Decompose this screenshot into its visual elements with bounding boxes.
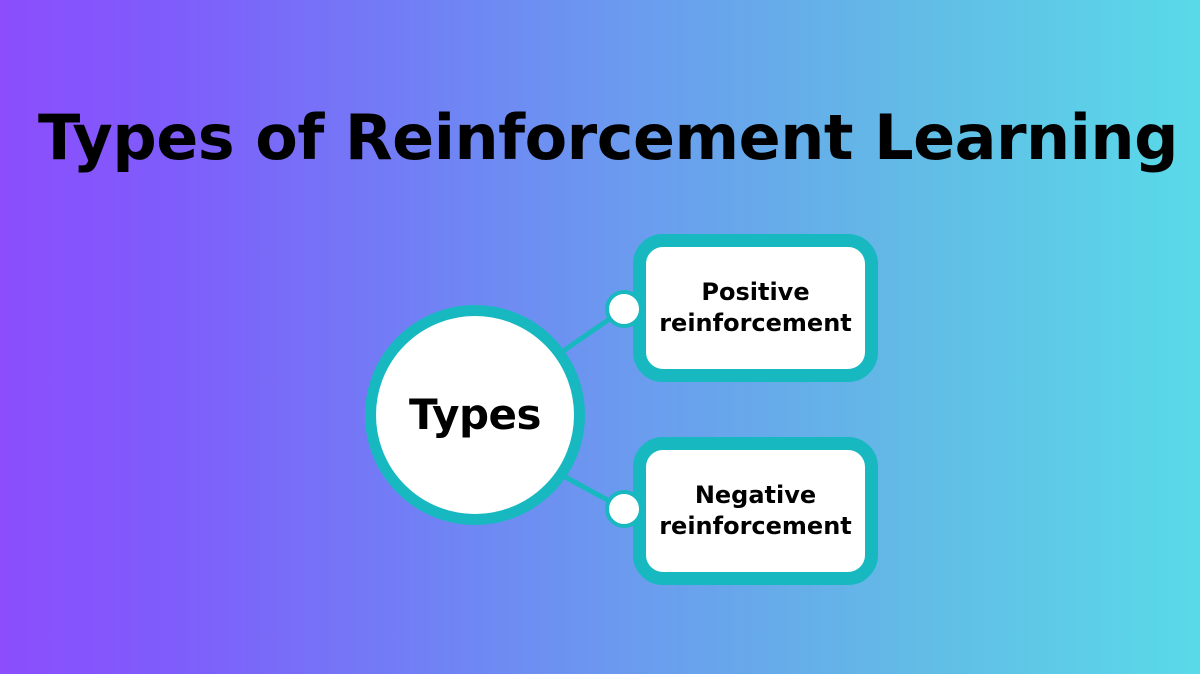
branch-node-positive[interactable]: Positive reinforcement <box>633 234 878 382</box>
connector-knob-negative <box>605 490 643 528</box>
page-title: Types of Reinforcement Learning <box>38 101 1178 174</box>
branch-node-label-negative: Negative reinforcement <box>659 481 852 540</box>
hub-node-types[interactable]: Types <box>365 305 585 525</box>
hub-node-label: Types <box>408 390 542 439</box>
branch-node-label-positive: Positive reinforcement <box>659 278 852 337</box>
branch-node-negative[interactable]: Negative reinforcement <box>633 437 878 585</box>
connector-knob-positive <box>605 290 643 328</box>
